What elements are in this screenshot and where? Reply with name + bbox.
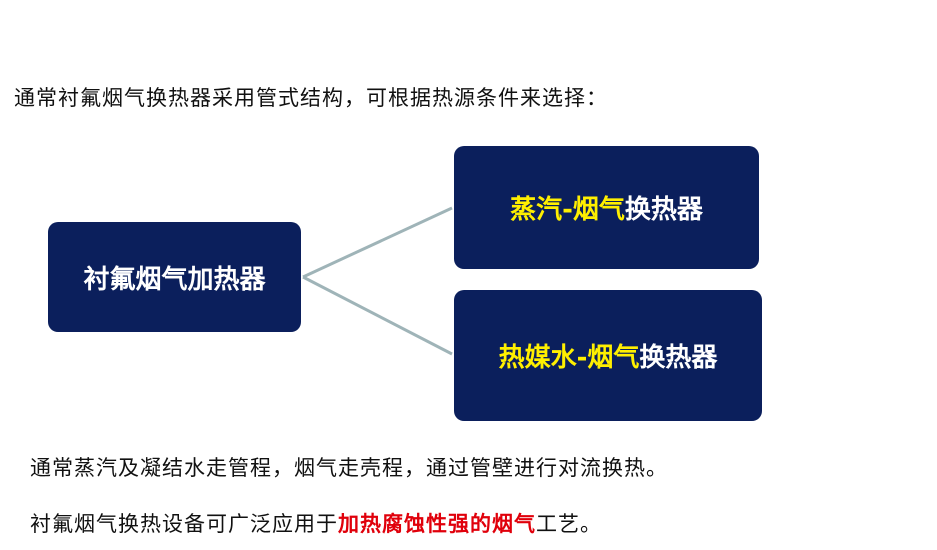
root-node-box: 衬氟烟气加热器 [48,222,301,332]
note-line-2-suffix: 工艺。 [536,512,602,536]
connector-line-bottom [302,275,453,356]
root-node-label: 衬氟烟气加热器 [83,264,266,295]
connector-line-top [302,206,453,279]
branch-steam-rest: 换热器 [624,195,703,225]
note-line-2: 衬氟烟气换热设备可广泛应用于加热腐蚀性强的烟气工艺。 [30,508,602,538]
branch-node-steam: 蒸汽-烟气换热器 [454,146,759,269]
branch-hot-water-rest: 换热器 [639,343,718,373]
note-line-2-prefix: 衬氟烟气换热设备可广泛应用于 [30,512,338,536]
note-line-1: 通常蒸汽及凝结水走管程，烟气走壳程，通过管壁进行对流换热。 [30,456,668,480]
note-line-2-emphasis: 加热腐蚀性强的烟气 [338,511,536,536]
branch-hot-water-highlight: 热媒水-烟气 [498,343,640,373]
branch-steam-highlight: 蒸汽-烟气 [510,195,625,225]
intro-text: 通常衬氟烟气换热器采用管式结构，可根据热源条件来选择： [14,86,608,110]
branch-node-hot-water: 热媒水-烟气换热器 [454,290,762,421]
